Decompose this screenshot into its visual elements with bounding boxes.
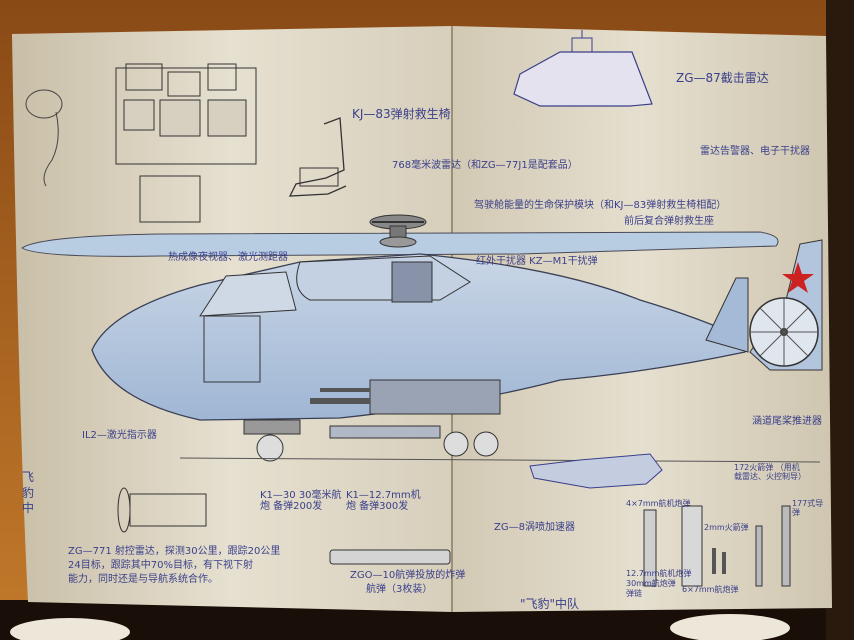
label-jet-engine: ZG—8涡喷加速器: [494, 522, 575, 533]
label-tail-rotor: 涵道尾桨推进器: [752, 416, 822, 427]
canopy: [199, 271, 297, 317]
tape-roll-left: [10, 618, 130, 640]
bomb-sketch: [329, 549, 451, 565]
canopy-door: [203, 315, 261, 383]
label-cannon-30: K1—30 30毫米航炮 备弹200发: [260, 490, 342, 512]
label-missile-right: 177式导弹: [792, 499, 824, 517]
radar-dish-icon: [513, 30, 653, 107]
label-fcs-1: ZG—771 射控雷达，探测30公里，跟踪20公里: [68, 546, 281, 557]
label-mg-127: K1—12.7mm机炮 备弹300发: [346, 490, 421, 512]
tape-roll-right: [670, 614, 790, 640]
label-rear-warning: 雷达告警器、电子干扰器: [700, 146, 810, 157]
ducted-fan-icon: [749, 297, 819, 367]
label-cockpit-armor: 驾驶舱能量的生命保护模块（和KJ—83弹射救生椅相配）: [474, 200, 727, 211]
label-missile-2mm: 2mm火箭弹: [704, 523, 749, 532]
label-laser-designator: IL2—激光指示器: [82, 430, 157, 441]
missile-icon: [643, 505, 791, 587]
label-radar-title: ZG—87截击雷达: [676, 71, 769, 85]
label-composite-ejection: 前后复合弹射救生座: [624, 216, 714, 227]
red-star-icon: [782, 262, 814, 293]
label-left-logo: 飞豹中: [22, 470, 35, 516]
label-squadron: "飞豹"中队: [520, 597, 580, 611]
label-thermal-sight: 热成像夜视器、激光测距器: [168, 252, 288, 263]
tail-fin: [705, 277, 749, 353]
engine-vent: [391, 261, 433, 303]
label-weapon-grid: 4×7mm航机炮弹: [626, 499, 691, 508]
label-ejection-seat: KJ—83弹射救生椅: [352, 107, 451, 121]
rotor-icon: [369, 214, 427, 248]
label-ir-jammer: 红外干扰器 KZ—M1干扰弹: [476, 256, 598, 267]
label-mmw-radar: 768毫米波雷达（和ZG—77J1是配套品）: [392, 160, 578, 171]
label-bomb-1: ZGO—10航弹投放的炸弹: [350, 570, 466, 581]
pilot-helmet-icon: [25, 89, 63, 187]
label-bottom-grid-3: 弹链: [626, 589, 642, 598]
landing-gear: [243, 419, 499, 462]
label-missile-6x7: 6×7mm航炮弹: [682, 585, 739, 594]
ground-line: [179, 457, 821, 463]
label-bottom-grid: 12.7mm航机炮弹: [626, 569, 692, 578]
gatling-gun-icon: [310, 379, 501, 439]
ejection-seat-icon: [288, 117, 347, 197]
label-missile-lower: 172火箭弹 （用机载雷达、火控制导）: [734, 463, 806, 481]
jet-engine: [529, 453, 663, 489]
label-fcs-3: 能力，同时还是与导航系统合作。: [68, 574, 218, 585]
label-bomb-2: 航弹（3枚装）: [366, 584, 433, 595]
cockpit-panel-icon: [115, 63, 257, 223]
label-bottom-grid-2: 30mm航炮弹: [626, 579, 676, 588]
gun-pod-sketch: [117, 487, 207, 533]
label-fcs-2: 24目标，跟踪其中70%目标，有下视下射: [68, 560, 253, 571]
